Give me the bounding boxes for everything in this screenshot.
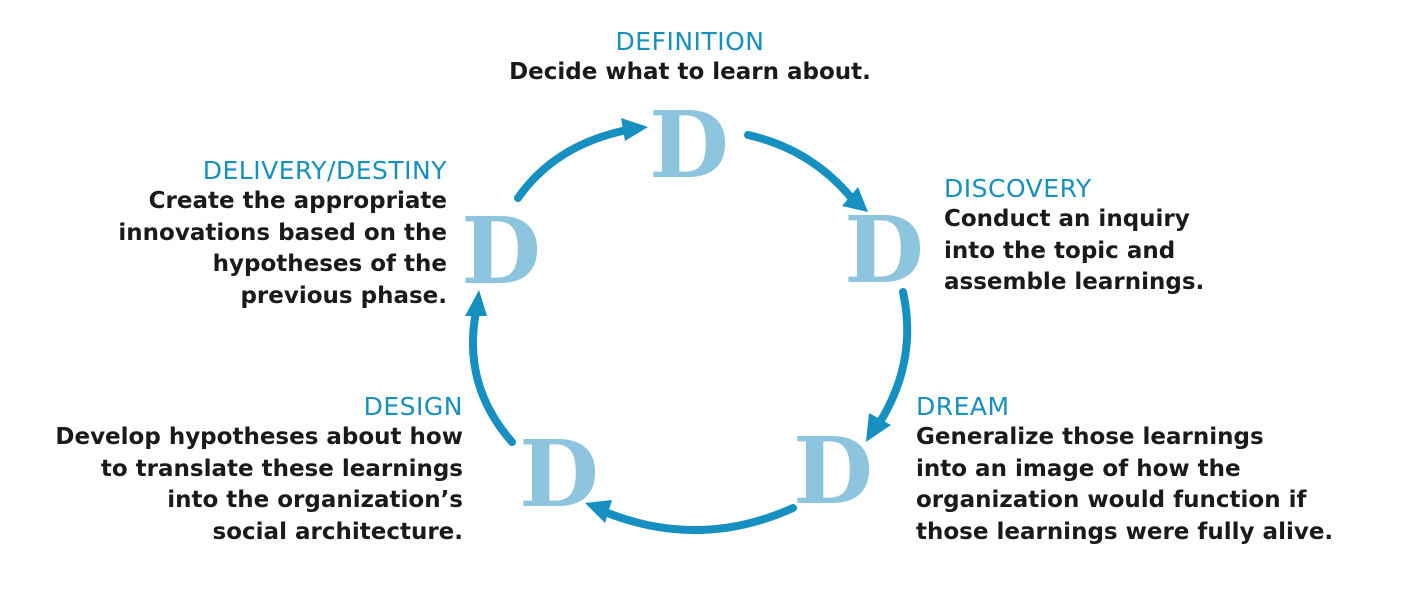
arrowhead-design-to-delivery bbox=[465, 290, 487, 316]
description-line: Conduct an inquiry bbox=[944, 206, 1190, 232]
arrow-discovery-to-dream bbox=[876, 288, 912, 426]
arrow-definition-to-discovery bbox=[744, 131, 861, 209]
phase-title-delivery: DELIVERY/DESTINY bbox=[202, 156, 447, 185]
phase-description-dream: Generalize those learnings into an image… bbox=[916, 422, 1333, 548]
description-line: Generalize those learnings bbox=[916, 424, 1264, 450]
description-line: previous phase. bbox=[240, 282, 447, 309]
description-line: into an image of how the bbox=[916, 455, 1241, 482]
description-line: Develop hypotheses about how bbox=[55, 424, 463, 450]
description-line: into the topic and bbox=[944, 237, 1176, 264]
phase-design: DESIGN Develop hypotheses about how to t… bbox=[20, 392, 463, 548]
phase-description-discovery: Conduct an inquiry into the topic and as… bbox=[944, 204, 1204, 299]
description-line: Decide what to learn about. bbox=[509, 59, 871, 85]
phase-discovery: DISCOVERY Conduct an inquiry into the to… bbox=[944, 174, 1204, 299]
arrowhead-definition-to-discovery bbox=[842, 187, 868, 212]
arrow-dream-to-design bbox=[601, 504, 797, 535]
letter-definition: D bbox=[649, 91, 729, 199]
phase-title-discovery: DISCOVERY bbox=[944, 174, 1092, 203]
description-line: those learnings were fully alive. bbox=[916, 518, 1334, 545]
phase-title-dream: DREAM bbox=[916, 392, 1010, 421]
description-line: to translate these learnings bbox=[100, 455, 463, 482]
phase-delivery: DELIVERY/DESTINY Create the appropriate … bbox=[100, 156, 447, 312]
letter-discovery: D bbox=[844, 196, 924, 304]
phase-description-delivery: Create the appropriate innovations based… bbox=[100, 186, 447, 312]
description-line: Create the appropriate bbox=[148, 188, 447, 214]
arrow-design-to-delivery bbox=[468, 308, 516, 446]
description-line: assemble learnings. bbox=[944, 269, 1205, 295]
description-line: organization would function if bbox=[916, 487, 1307, 513]
description-line: social architecture. bbox=[212, 518, 463, 545]
phase-title-definition: DEFINITION bbox=[615, 27, 765, 56]
arrowhead-delivery-to-definition bbox=[621, 118, 648, 141]
letter-dream: D bbox=[793, 417, 873, 525]
description-line: hypotheses of the bbox=[212, 251, 447, 277]
arrow-delivery-to-definition bbox=[514, 126, 631, 202]
phase-title-design: DESIGN bbox=[363, 392, 463, 421]
arrowhead-discovery-to-dream bbox=[866, 413, 891, 442]
letter-design: D bbox=[519, 420, 599, 528]
phase-description-definition: Decide what to learn about. bbox=[460, 57, 920, 89]
phase-description-design: Develop hypotheses about how to translat… bbox=[20, 422, 463, 548]
phase-dream: DREAM Generalize those learnings into an… bbox=[916, 392, 1333, 548]
description-line: innovations based on the bbox=[118, 219, 447, 246]
arrowhead-dream-to-design bbox=[585, 500, 612, 523]
phase-definition: DEFINITION Decide what to learn about. bbox=[460, 27, 920, 89]
description-line: into the organization’s bbox=[167, 487, 463, 513]
letter-delivery: D bbox=[461, 197, 541, 305]
